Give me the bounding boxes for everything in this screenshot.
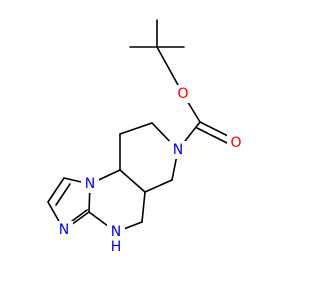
nitrogen-amine-label: N [111,224,121,240]
atom-label-layer: O O N N N N H [55,85,245,255]
nitrogen-piperidine-label: N [173,142,183,158]
nitrogen-imidazole-label: N [59,222,69,238]
bond-ch-ch-double-b [55,183,71,206]
nitrogen-imidazole-atom: N [55,221,73,239]
bond-piperidine-junction-ch2 [144,179,173,193]
nitrogen-amine-atom: N H [107,223,125,255]
molecule-structure: O O N N N N H [47,19,245,255]
bond-piperidine-ch2-ch2 [119,122,153,135]
bond-ch-ch-double-a [47,177,65,203]
oxygen-ether-atom: O [174,85,192,103]
bond-ch2-junction [141,191,146,223]
bond-ring-fusion [119,169,146,193]
nitrogen-bridge-label: N [85,176,95,192]
bond-layer [47,19,237,233]
hydrogen-amine-label: H [111,239,122,255]
oxygen-carbonyl-label: O [230,135,241,151]
nitrogen-piperidine-atom: N [169,141,187,159]
structure-canvas: O O N N N N H [47,19,245,255]
oxygen-ether-label: O [177,86,188,102]
nitrogen-bridge-atom: N [81,175,99,193]
oxygen-carbonyl-atom: O [227,134,245,152]
